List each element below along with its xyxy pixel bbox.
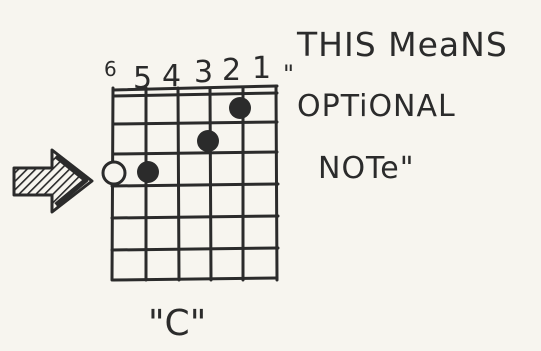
- annotation-line-2: OPTiONAL: [297, 89, 456, 124]
- string-number-2: 2: [222, 53, 241, 88]
- string-number-labels: 6 5 4 3 2 1: [104, 51, 271, 96]
- string-number-6: 6: [104, 57, 117, 81]
- nut-line: [111, 84, 279, 92]
- optional-note-annotation: " THIS MeaNS OPTiONAL NOTe": [283, 25, 508, 186]
- nut-line-inner: [111, 91, 279, 98]
- fret-line-1: [111, 120, 279, 126]
- string-line-4: [176, 86, 181, 282]
- annotation-line-1: THIS MeaNS: [296, 25, 508, 64]
- optional-note-circle: [101, 160, 127, 186]
- string-number-5: 5: [133, 61, 152, 96]
- annotation-line-3: NOTe": [318, 151, 415, 186]
- hatched-arrow-icon: [12, 148, 94, 214]
- fret-line-5: [110, 246, 280, 252]
- string-line-3: [208, 86, 213, 282]
- finger-dot-string-5: [137, 161, 159, 183]
- annotation-open-quote: ": [283, 60, 294, 88]
- finger-dot-string-3: [197, 130, 219, 152]
- chord-name-label: "C": [148, 303, 206, 344]
- finger-positions: [137, 97, 251, 183]
- fret-line-4: [110, 214, 280, 220]
- fret-line-6: [111, 276, 279, 282]
- fret-line-2: [111, 150, 279, 156]
- fretboard-grid: [110, 84, 280, 282]
- string-number-3: 3: [194, 55, 213, 90]
- string-line-1: [274, 84, 279, 282]
- string-number-1: 1: [252, 51, 271, 86]
- fret-line-3: [110, 182, 280, 188]
- finger-dot-string-2: [229, 97, 251, 119]
- string-number-4: 4: [162, 59, 181, 94]
